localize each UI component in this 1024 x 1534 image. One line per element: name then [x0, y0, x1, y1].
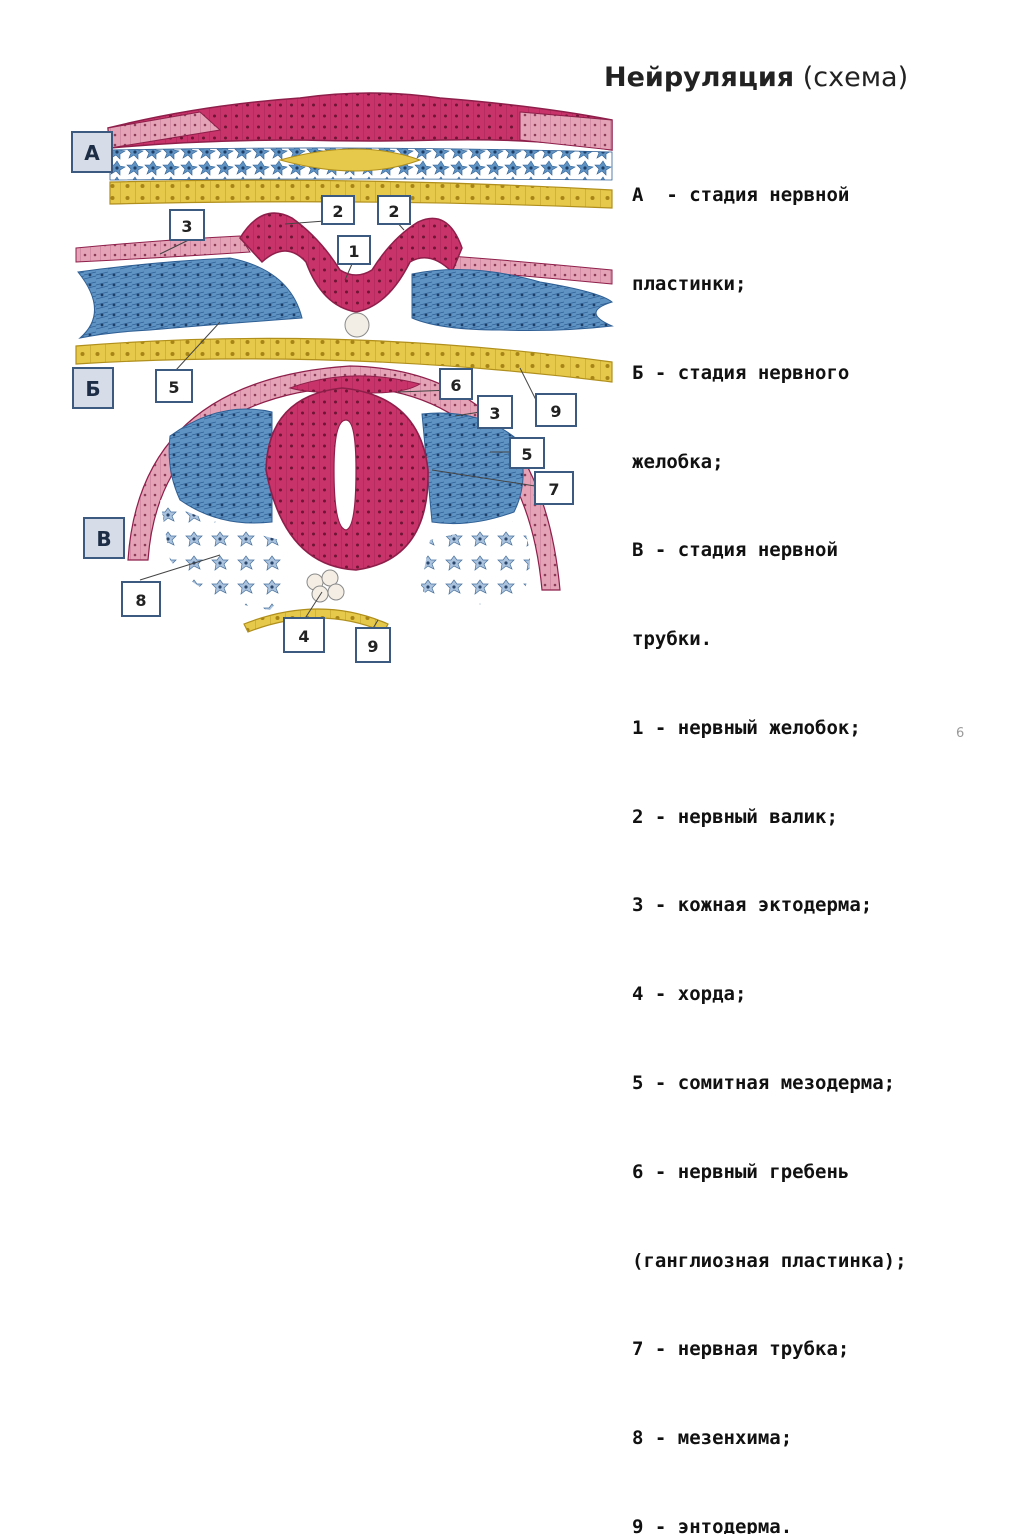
page-title-bold: Нейруляция — [604, 62, 794, 93]
stage-b-notochord — [345, 313, 369, 337]
page-title-rest: (схема) — [794, 62, 908, 93]
legend-line: В - стадия нервной — [632, 536, 907, 566]
legend-line: Б - стадия нервного — [632, 359, 907, 389]
legend-line: 7 - нервная трубка; — [632, 1335, 907, 1365]
legend-line: 4 - хорда; — [632, 980, 907, 1010]
stage-c-notochord — [307, 570, 344, 602]
svg-text:9: 9 — [550, 402, 561, 421]
legend-line: 3 - кожная эктодерма; — [632, 891, 907, 921]
svg-text:1: 1 — [348, 242, 359, 261]
svg-text:3: 3 — [489, 404, 500, 423]
number-label-2-left: 2 — [322, 196, 354, 224]
number-label-9-b: 9 — [536, 394, 576, 426]
svg-text:3: 3 — [181, 217, 192, 236]
stage-c-mesoderm-left — [169, 409, 272, 523]
stage-v-label: В — [84, 518, 124, 558]
stage-c-mesenchyme-right — [420, 520, 530, 604]
legend-line: 6 - нервный гребень — [632, 1158, 907, 1188]
stage-b-label-text: Б — [85, 377, 100, 401]
number-label-4: 4 — [284, 618, 324, 652]
stage-c-neural-canal — [334, 420, 356, 530]
svg-text:7: 7 — [548, 480, 559, 499]
legend-line: трубки. — [632, 625, 907, 655]
stage-a-label-text: А — [84, 141, 100, 165]
legend-line: желобка; — [632, 448, 907, 478]
number-label-3-top: 3 — [170, 210, 204, 240]
slide-number: 6 — [956, 726, 964, 741]
legend-line: пластинки; — [632, 270, 907, 300]
svg-text:2: 2 — [332, 202, 343, 221]
svg-text:6: 6 — [450, 376, 461, 395]
legend-line: 2 - нервный валик; — [632, 803, 907, 833]
number-label-9-v: 9 — [356, 628, 390, 662]
svg-text:5: 5 — [521, 445, 532, 464]
stage-a-endoderm — [110, 180, 612, 208]
legend-line: 9 - энтодерма. — [632, 1513, 907, 1534]
legend-line: 8 - мезенхима; — [632, 1424, 907, 1454]
number-label-7: 7 — [535, 472, 573, 504]
legend: А - стадия нервной пластинки; Б - стадия… — [632, 122, 907, 1534]
stage-b-mesoderm-left — [78, 258, 302, 338]
stage-a-label: А — [72, 132, 112, 172]
svg-text:4: 4 — [298, 627, 309, 646]
page-title: Нейруляция (схема) — [604, 62, 908, 93]
number-label-5-b: 5 — [156, 370, 192, 402]
svg-text:8: 8 — [135, 591, 146, 610]
legend-line: А - стадия нервной — [632, 181, 907, 211]
legend-line: (ганглиозная пластинка); — [632, 1247, 907, 1277]
number-label-1: 1 — [338, 236, 370, 264]
number-label-8: 8 — [122, 582, 160, 616]
legend-line: 1 - нервный желобок; — [632, 714, 907, 744]
stage-v-label-text: В — [96, 527, 111, 551]
number-label-5-v: 5 — [510, 438, 544, 468]
number-label-3-v: 3 — [478, 396, 512, 428]
svg-text:9: 9 — [367, 637, 378, 656]
stage-c-mesoderm-right — [422, 413, 523, 524]
stage-b-label: Б — [73, 368, 113, 408]
number-label-2-right: 2 — [378, 196, 410, 224]
svg-text:2: 2 — [388, 202, 399, 221]
number-label-6: 6 — [440, 369, 472, 399]
legend-line: 5 - сомитная мезодерма; — [632, 1069, 907, 1099]
svg-text:5: 5 — [168, 378, 179, 397]
